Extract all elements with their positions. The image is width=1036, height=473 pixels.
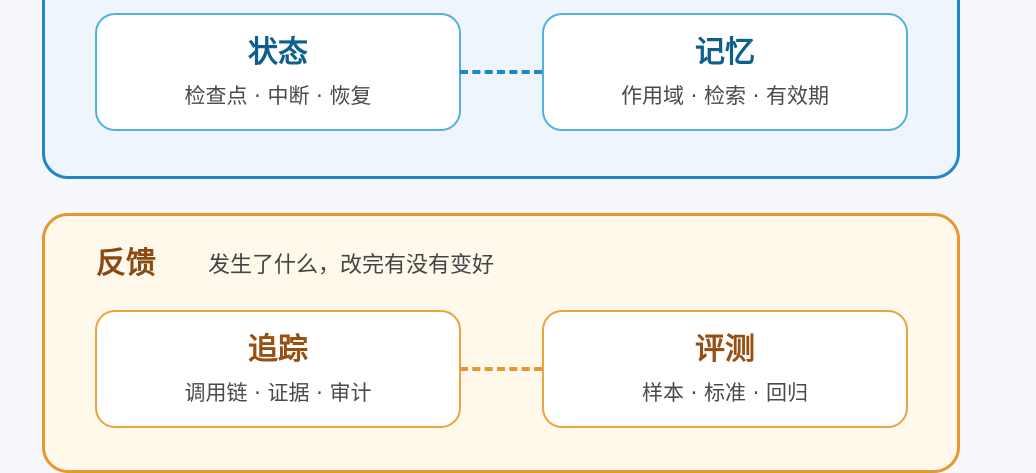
card-subtitle: 作用域 · 检索 · 有效期 xyxy=(620,84,830,108)
card-title: 记忆 xyxy=(695,35,755,70)
card-title: 状态 xyxy=(248,35,308,70)
feedback-section-title: 反馈 xyxy=(96,246,156,281)
card-memory: 记忆 作用域 · 检索 · 有效期 xyxy=(542,13,908,131)
card-state: 状态 检查点 · 中断 · 恢复 xyxy=(95,13,461,131)
card-subtitle: 样本 · 标准 · 回归 xyxy=(641,381,809,405)
dashed-connector xyxy=(460,367,542,371)
card-evaluation: 评测 样本 · 标准 · 回归 xyxy=(542,310,908,428)
card-title: 追踪 xyxy=(248,332,308,367)
card-subtitle: 调用链 · 证据 · 审计 xyxy=(184,381,372,405)
card-title: 评测 xyxy=(695,332,755,367)
feedback-section-subtitle: 发生了什么，改完有没有变好 xyxy=(208,253,495,278)
card-tracing: 追踪 调用链 · 证据 · 审计 xyxy=(95,310,461,428)
card-subtitle: 检查点 · 中断 · 恢复 xyxy=(184,84,372,108)
dashed-connector xyxy=(460,70,542,74)
